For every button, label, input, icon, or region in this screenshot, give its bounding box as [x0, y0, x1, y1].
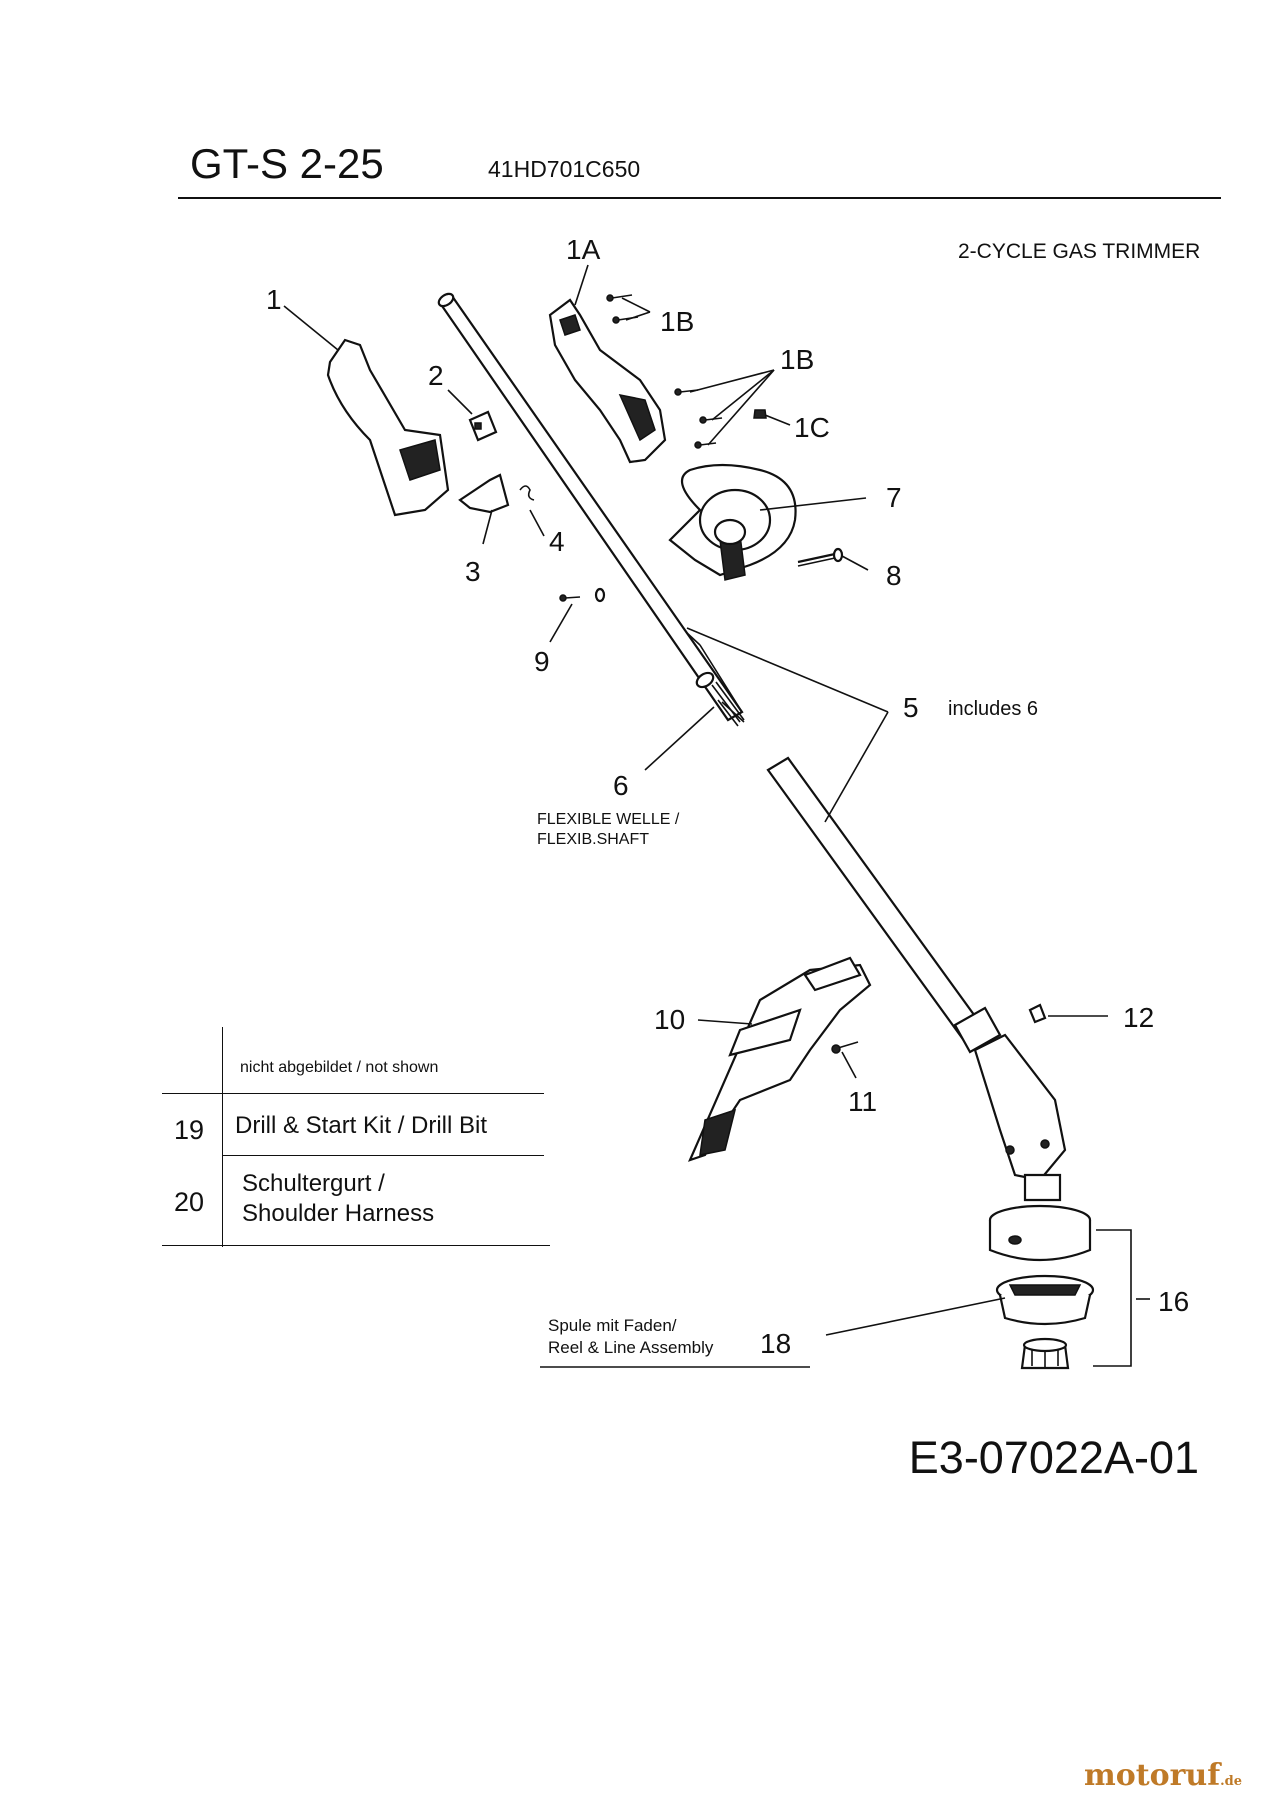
leader-lines — [283, 264, 1108, 1368]
legend-row-divider — [222, 1155, 544, 1156]
callout-1b-mid: 1B — [780, 344, 815, 375]
handle-screw — [831, 1041, 859, 1054]
callout-2: 2 — [428, 360, 444, 391]
reel-assembly — [995, 1274, 1095, 1326]
housing-cover — [548, 298, 667, 464]
callout-7: 7 — [886, 482, 902, 513]
callout-18-note-de: Spule mit Faden/ — [548, 1316, 677, 1335]
callout-6: 6 — [613, 770, 629, 801]
legend-row-number: 19 — [174, 1115, 205, 1145]
callout-9: 9 — [534, 646, 550, 677]
watermark-brand: motoruf — [1083, 1758, 1221, 1793]
screw-and-washer — [559, 587, 606, 603]
callout-4: 4 — [549, 526, 565, 557]
legend-row-text: Drill & Start Kit / Drill Bit — [235, 1112, 488, 1139]
callout-3: 3 — [465, 556, 481, 587]
lower-shaft-tube — [766, 756, 1002, 1054]
callout-1c: 1C — [794, 412, 830, 443]
handle-guard — [668, 463, 797, 581]
callout-18-note-en: Reel & Line Assembly — [548, 1338, 714, 1357]
stop-switch — [468, 410, 498, 442]
legend-row-number: 20 — [174, 1187, 205, 1217]
legend-row-divider — [162, 1093, 544, 1094]
callout-1b-top: 1B — [660, 306, 695, 337]
callout-8: 8 — [886, 560, 902, 591]
watermark-tld: .de — [1220, 1774, 1242, 1789]
loop-handle — [688, 956, 872, 1162]
screws-1b-top — [606, 294, 639, 324]
bracket-16 — [1093, 1229, 1132, 1367]
part-number: 41HD701C650 — [488, 156, 641, 182]
legend-header: nicht abgebildet / not shown — [240, 1059, 439, 1076]
product-description: 2-CYCLE GAS TRIMMER — [958, 240, 1201, 263]
gear-head — [973, 1033, 1067, 1202]
callout-1a: 1A — [566, 234, 601, 265]
wing-nut — [1028, 1003, 1047, 1024]
diagram-code: E3-07022A-01 — [908, 1432, 1199, 1483]
callout-12: 12 — [1123, 1002, 1155, 1033]
rear-handle — [326, 338, 450, 517]
callout-6-note: FLEXIBLE WELLE / FLEXIB.SHAFT — [537, 811, 680, 848]
upper-shaft-tube — [437, 292, 745, 727]
callout-10: 10 — [654, 1004, 686, 1035]
callout-1: 1 — [266, 284, 282, 315]
callout-5-note: includes 6 — [948, 698, 1039, 720]
callout-18: 18 — [760, 1328, 792, 1359]
legend-column-divider — [222, 1027, 223, 1247]
flexible-shaft — [695, 671, 745, 723]
model-name: GT-S 2-25 — [190, 140, 384, 187]
legend-row-text: Schultergurt / Shoulder Harness — [242, 1170, 435, 1227]
title-rule — [178, 197, 1221, 199]
callout-11: 11 — [848, 1086, 878, 1117]
spool-housing — [988, 1204, 1092, 1262]
legend-bottom-rule — [162, 1245, 550, 1246]
guard-bolt — [797, 547, 844, 567]
not-shown-legend: nicht abgebildet / not shown 19 Drill & … — [162, 1027, 552, 1247]
throttle-trigger — [458, 473, 510, 514]
bump-knob — [1020, 1337, 1070, 1370]
watermark-logo: motoruf.de — [1084, 1758, 1242, 1793]
trigger-spring — [519, 485, 535, 501]
nut-1c — [753, 409, 767, 419]
callout-16: 16 — [1158, 1286, 1190, 1317]
callout-5: 5 — [903, 692, 919, 723]
